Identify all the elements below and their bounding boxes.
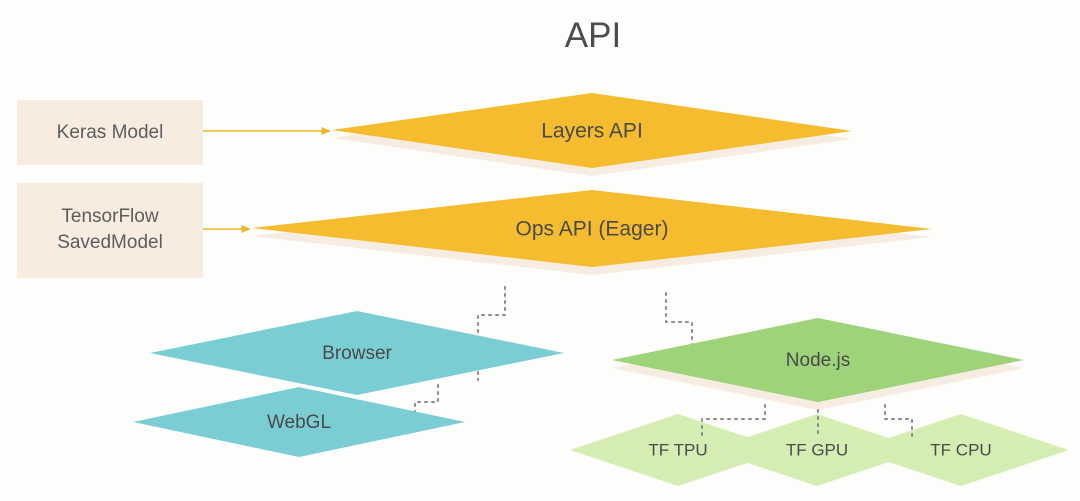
input-box-keras-model-label: Keras Model bbox=[57, 122, 164, 143]
webgl-diamond[interactable]: WebGL bbox=[133, 387, 465, 457]
input-box-tensorflow-savedmodel-label-line1: TensorFlow bbox=[61, 206, 158, 227]
browser-diamond[interactable]: Browser bbox=[150, 311, 564, 395]
connector-ops-api-to-browser bbox=[477, 286, 506, 381]
browser-label: Browser bbox=[322, 343, 392, 364]
tf-tpu-label: TF TPU bbox=[648, 440, 707, 459]
webgl-label: WebGL bbox=[267, 412, 331, 433]
layers-api-label: Layers API bbox=[541, 120, 643, 143]
ops-api-label: Ops API (Eager) bbox=[516, 218, 669, 241]
connector-browser-to-webgl bbox=[414, 384, 439, 416]
tf-tpu-diamond[interactable]: TF TPU bbox=[570, 414, 786, 486]
tf-gpu-label: TF GPU bbox=[786, 440, 848, 459]
input-box-tensorflow-savedmodel-label-line2: SavedModel bbox=[57, 232, 163, 253]
connector-ops-api-to-nodejs bbox=[665, 292, 693, 353]
input-box-tensorflow-savedmodel[interactable]: TensorFlow SavedModel bbox=[17, 183, 203, 278]
diagram-title: API bbox=[565, 16, 621, 55]
nodejs-label: Node.js bbox=[786, 350, 850, 371]
layers-api-diamond[interactable]: Layers API bbox=[332, 93, 852, 168]
nodejs-diamond[interactable]: Node.js bbox=[612, 318, 1024, 402]
tf-cpu-label: TF CPU bbox=[930, 440, 991, 459]
tf-gpu-diamond[interactable]: TF GPU bbox=[709, 414, 925, 486]
connector-nodejs-to-tf-tpu bbox=[701, 404, 766, 438]
tf-cpu-diamond[interactable]: TF CPU bbox=[853, 414, 1069, 486]
ops-api-diamond[interactable]: Ops API (Eager) bbox=[252, 190, 932, 267]
input-box-keras-model[interactable]: Keras Model bbox=[17, 100, 203, 165]
connector-nodejs-to-tf-cpu bbox=[884, 404, 913, 438]
